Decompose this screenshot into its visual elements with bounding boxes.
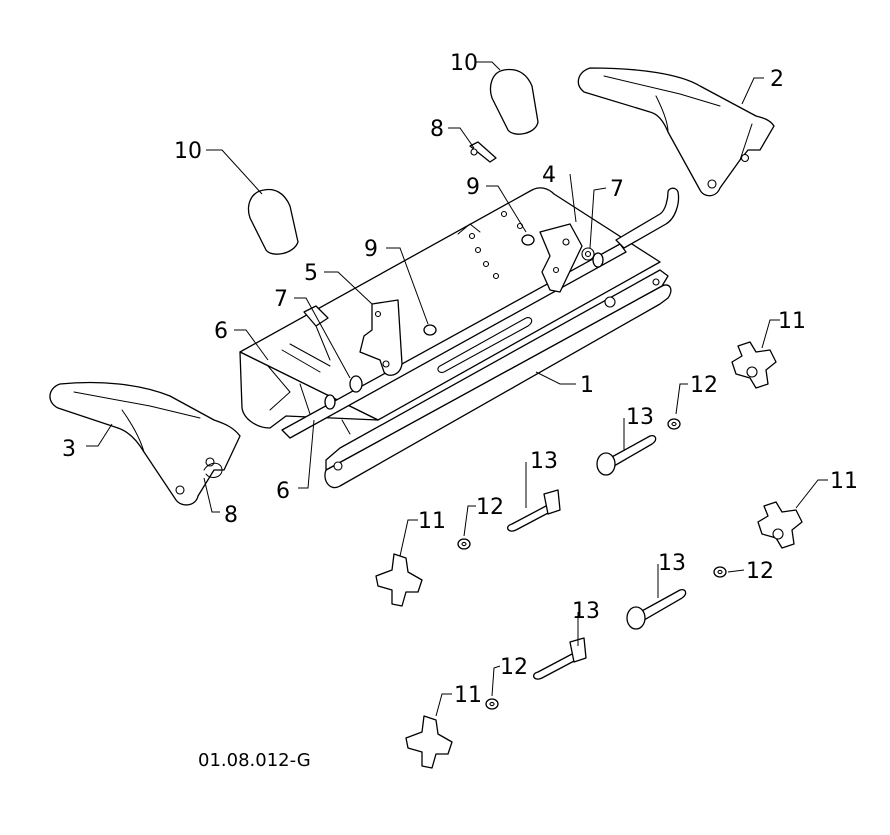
part-9-nut-right bbox=[521, 234, 535, 246]
callout-12: 12 bbox=[746, 559, 774, 584]
part-2-handle-grip bbox=[577, 67, 775, 197]
part-11-star-knob bbox=[731, 341, 777, 389]
callout-10: 10 bbox=[174, 139, 202, 164]
part-4-lever-bracket bbox=[539, 223, 583, 293]
part-13-hex-bolt bbox=[533, 637, 587, 680]
part-10-knob-left bbox=[247, 188, 299, 255]
callout-3: 3 bbox=[62, 437, 76, 462]
callout-11: 11 bbox=[778, 309, 806, 334]
callout-2: 2 bbox=[770, 67, 784, 92]
rod-collar bbox=[324, 394, 336, 410]
part-7-clip-right bbox=[581, 247, 595, 261]
callout-1: 1 bbox=[580, 373, 594, 398]
part-10-knob-right bbox=[489, 68, 539, 135]
callout-11: 11 bbox=[418, 509, 446, 534]
callout-11: 11 bbox=[454, 683, 482, 708]
part-11-star-knob bbox=[757, 501, 803, 549]
part-8-clip-top bbox=[469, 141, 497, 163]
part-13-carriage-bolt bbox=[596, 434, 657, 476]
part-9-nut-left bbox=[423, 324, 437, 336]
callout-12: 12 bbox=[476, 495, 504, 520]
part-6-rod bbox=[281, 187, 680, 439]
callout-9: 9 bbox=[466, 175, 480, 200]
callout-labels: 10 10 8 2 3 4 9 7 5 9 7 6 6 1 8 11 11 11… bbox=[62, 51, 858, 708]
callout-9: 9 bbox=[364, 237, 378, 262]
linkage-detail bbox=[267, 365, 351, 435]
washer-hole bbox=[461, 541, 467, 547]
washer-hole bbox=[671, 421, 677, 427]
rod-collar bbox=[349, 375, 363, 393]
callout-5: 5 bbox=[304, 261, 318, 286]
callout-7: 7 bbox=[274, 287, 288, 312]
callout-7: 7 bbox=[610, 177, 624, 202]
callout-13: 13 bbox=[530, 449, 558, 474]
part-13-carriage-bolt bbox=[626, 588, 687, 630]
part-5-bracket bbox=[359, 299, 403, 376]
leader-lines bbox=[86, 61, 828, 717]
part-11-star-knob bbox=[375, 553, 423, 607]
part-8-clip-lower bbox=[203, 462, 223, 478]
washer-hole bbox=[717, 569, 723, 575]
callout-10: 10 bbox=[450, 51, 478, 76]
callout-12: 12 bbox=[500, 655, 528, 680]
callout-6: 6 bbox=[214, 319, 228, 344]
rod-collar bbox=[592, 252, 604, 268]
drawing-code: 01.08.012-G bbox=[198, 750, 311, 771]
callout-13: 13 bbox=[658, 551, 686, 576]
washer-hole bbox=[489, 701, 495, 707]
part-3-handle-grip bbox=[49, 381, 241, 506]
callout-11: 11 bbox=[830, 469, 858, 494]
callout-8: 8 bbox=[224, 503, 238, 528]
callout-4: 4 bbox=[542, 163, 556, 188]
part-11-star-knob bbox=[405, 715, 453, 769]
callout-13: 13 bbox=[572, 599, 600, 624]
callout-8: 8 bbox=[430, 117, 444, 142]
callout-13: 13 bbox=[626, 405, 654, 430]
callout-6: 6 bbox=[276, 479, 290, 504]
part-13-hex-bolt bbox=[507, 489, 561, 532]
callout-12: 12 bbox=[690, 373, 718, 398]
